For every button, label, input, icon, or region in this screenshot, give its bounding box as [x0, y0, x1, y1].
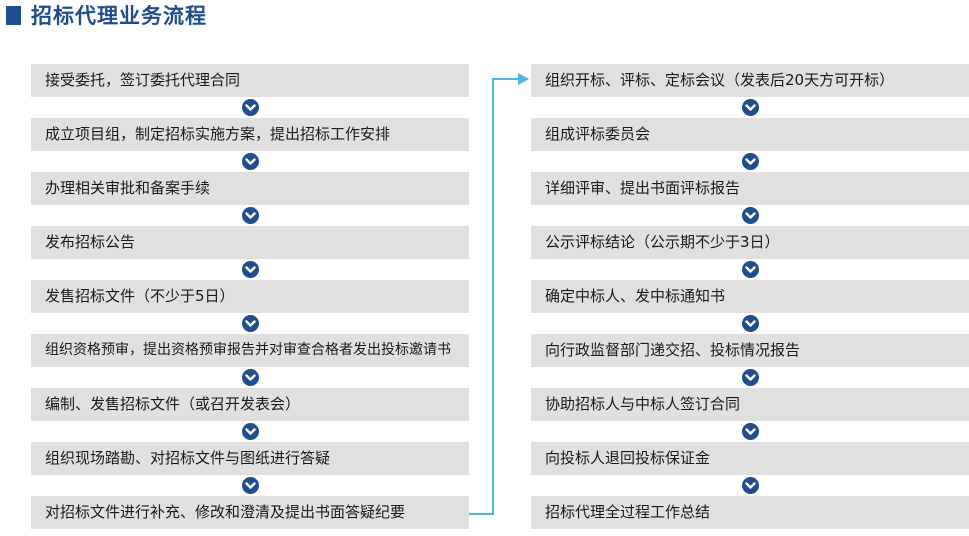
left-step-6: 组织资格预审，提出资格预审报告并对审查合格者发出投标邀请书	[31, 334, 469, 367]
chevron-down-icon	[242, 261, 259, 278]
left-step-4: 发布招标公告	[31, 226, 469, 259]
chevron-down-icon	[242, 369, 259, 386]
chevron-down-icon	[242, 207, 259, 224]
page-title: 招标代理业务流程	[31, 4, 207, 28]
left-step-arrow-8	[31, 475, 469, 496]
left-step-arrow-4	[31, 259, 469, 280]
chevron-down-icon	[742, 315, 759, 332]
chevron-down-icon	[242, 153, 259, 170]
right-step-arrow-3	[531, 205, 969, 226]
left-step-8: 组织现场踏勘、对招标文件与图纸进行答疑	[31, 442, 469, 475]
left-step-arrow-5	[31, 313, 469, 334]
left-step-arrow-3	[31, 205, 469, 226]
chevron-down-icon	[242, 315, 259, 332]
right-step-1: 组织开标、评标、定标会议（发表后20天方可开标）	[531, 64, 969, 97]
chevron-down-icon	[742, 261, 759, 278]
right-step-arrow-1	[531, 97, 969, 118]
right-step-arrow-6	[531, 367, 969, 388]
right-step-6: 向行政监督部门递交招、投标情况报告	[531, 334, 969, 367]
title-marker	[6, 6, 21, 25]
right-step-7: 协助招标人与中标人签订合同	[531, 388, 969, 421]
right-step-2: 组成评标委员会	[531, 118, 969, 151]
right-step-3: 详细评审、提出书面评标报告	[531, 172, 969, 205]
chevron-down-icon	[742, 369, 759, 386]
right-step-9: 招标代理全过程工作总结	[531, 496, 969, 529]
right-step-arrow-2	[531, 151, 969, 172]
left-step-7: 编制、发售招标文件（或召开发表会）	[31, 388, 469, 421]
right-step-5: 确定中标人、发中标通知书	[531, 280, 969, 313]
chevron-down-icon	[742, 423, 759, 440]
right-flow-column: 组织开标、评标、定标会议（发表后20天方可开标） 组成评标委员会详细评审、提出书面…	[531, 64, 969, 529]
right-step-4: 公示评标结论（公示期不少于3日）	[531, 226, 969, 259]
chevron-down-icon	[742, 207, 759, 224]
left-step-1: 接受委托，签订委托代理合同	[31, 64, 469, 97]
left-flow-column: 接受委托，签订委托代理合同成立项目组，制定招标实施方案，提出招标工作安排办理相关…	[31, 64, 469, 529]
left-step-2: 成立项目组，制定招标实施方案，提出招标工作安排	[31, 118, 469, 151]
chevron-down-icon	[742, 477, 759, 494]
right-step-8: 向投标人退回投标保证金	[531, 442, 969, 475]
left-step-3: 办理相关审批和备案手续	[31, 172, 469, 205]
chevron-down-icon	[242, 477, 259, 494]
left-step-arrow-7	[31, 421, 469, 442]
right-step-arrow-5	[531, 313, 969, 334]
connector-line	[469, 78, 520, 515]
right-step-arrow-7	[531, 421, 969, 442]
arrow-right-icon	[518, 73, 529, 85]
left-step-arrow-2	[31, 151, 469, 172]
left-step-5: 发售招标文件（不少于5日）	[31, 280, 469, 313]
left-step-arrow-1	[31, 97, 469, 118]
chevron-down-icon	[242, 99, 259, 116]
right-step-arrow-4	[531, 259, 969, 280]
chevron-down-icon	[242, 423, 259, 440]
chevron-down-icon	[742, 99, 759, 116]
right-step-arrow-8	[531, 475, 969, 496]
left-step-9: 对招标文件进行补充、修改和澄清及提出书面答疑纪要	[31, 496, 469, 529]
chevron-down-icon	[742, 153, 759, 170]
left-step-arrow-6	[31, 367, 469, 388]
